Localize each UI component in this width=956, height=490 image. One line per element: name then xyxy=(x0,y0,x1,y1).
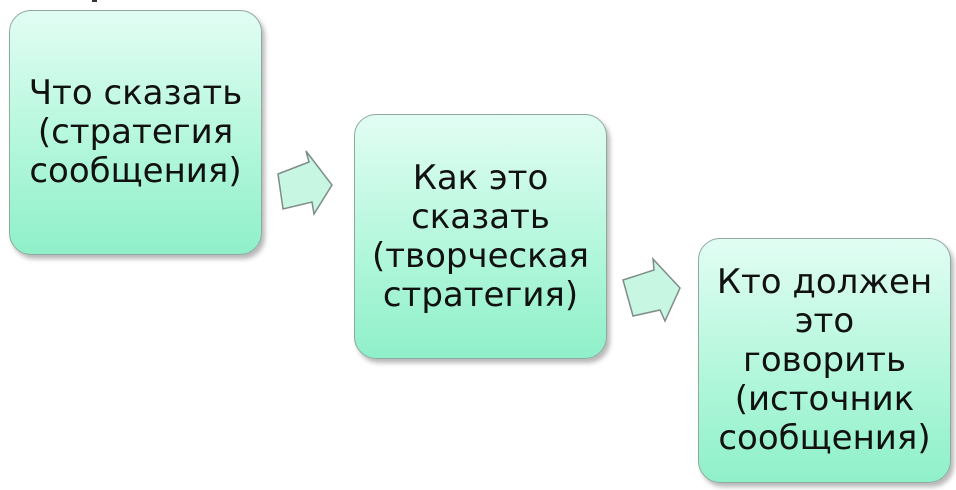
step-box-what-to-say: Что сказать (стратегия сообщения) xyxy=(9,10,262,255)
right-arrow-icon xyxy=(622,256,681,323)
step-label-how-to-say: Как это сказать (творческая стратегия) xyxy=(371,157,589,315)
step-label-what-to-say: Что сказать (стратегия сообщения) xyxy=(28,73,243,191)
top-edge-mark xyxy=(92,0,97,2)
right-arrow-icon xyxy=(277,150,333,217)
step-box-who-should-say: Кто должен это говорить (источник сообще… xyxy=(698,238,951,483)
step-box-how-to-say: Как это сказать (творческая стратегия) xyxy=(354,114,607,359)
step-label-who-should-say: Кто должен это говорить (источник сообще… xyxy=(716,262,933,458)
